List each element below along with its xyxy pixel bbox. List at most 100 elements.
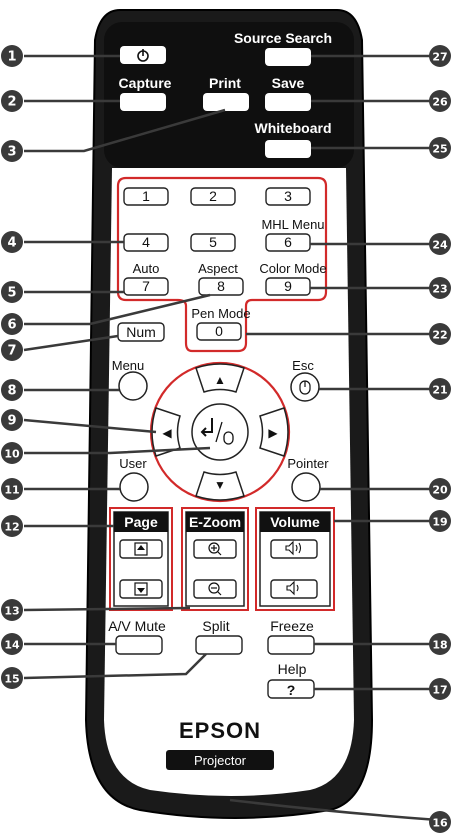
callout-number: 19	[432, 516, 447, 529]
callout-number: 7	[7, 344, 16, 359]
esc-button[interactable]	[291, 373, 319, 401]
callout-1: 1	[1, 45, 23, 67]
num-label: Num	[126, 324, 156, 340]
volume-label: Volume	[270, 514, 320, 530]
pointer-label: Pointer	[287, 456, 329, 471]
esc-label: Esc	[292, 358, 314, 373]
callout-number: 9	[7, 414, 16, 429]
left-arrow-icon: ◀	[162, 426, 172, 440]
page-group: Page	[114, 512, 168, 606]
callout-number: 20	[432, 484, 448, 497]
callout-number: 10	[4, 448, 20, 461]
mhl-menu-label: MHL Menu	[261, 217, 324, 232]
enter-button[interactable]	[192, 404, 248, 460]
callout-number: 25	[432, 143, 447, 156]
callout-2: 2	[1, 90, 23, 112]
callout-number: 15	[4, 673, 19, 686]
key-8-label: 8	[217, 278, 225, 294]
capture-button[interactable]	[120, 93, 166, 111]
pen-mode-label: Pen Mode	[191, 306, 250, 321]
split-button[interactable]	[196, 636, 242, 654]
callout-number: 22	[432, 329, 447, 342]
callout-number: 17	[432, 684, 447, 697]
callout-number: 8	[7, 384, 16, 399]
source-search-button[interactable]	[265, 48, 311, 66]
callout-number: 16	[432, 817, 448, 830]
callout-27: 27	[429, 45, 451, 67]
callout-25: 25	[429, 137, 451, 159]
key-3-label: 3	[284, 188, 292, 204]
callout-20: 20	[429, 478, 451, 500]
color-mode-label: Color Mode	[259, 261, 326, 276]
callout-21: 21	[429, 378, 451, 400]
page-label: Page	[124, 514, 158, 530]
up-arrow-icon: ▲	[214, 373, 226, 387]
whiteboard-label: Whiteboard	[255, 120, 332, 136]
save-label: Save	[272, 75, 305, 91]
menu-label: Menu	[112, 358, 145, 373]
callout-11: 11	[1, 478, 23, 500]
print-label: Print	[209, 75, 241, 91]
down-arrow-icon: ▼	[214, 478, 226, 492]
callout-6: 6	[1, 313, 23, 335]
question-mark-icon: ?	[287, 682, 296, 698]
capture-label: Capture	[119, 75, 172, 91]
user-label: User	[119, 456, 147, 471]
av-mute-button[interactable]	[116, 636, 162, 654]
ezoom-group: E-Zoom	[186, 512, 244, 606]
power-button[interactable]	[120, 46, 166, 64]
callout-8: 8	[1, 379, 23, 401]
help-label: Help	[278, 661, 307, 677]
callout-17: 17	[429, 678, 451, 700]
av-mute-label: A/V Mute	[108, 618, 166, 634]
callout-9: 9	[1, 409, 23, 431]
callout-12: 12	[1, 515, 23, 537]
key-9-label: 9	[284, 278, 292, 294]
callout-10: 10	[1, 442, 23, 464]
freeze-label: Freeze	[270, 618, 314, 634]
callout-14: 14	[1, 633, 23, 655]
callout-13: 13	[1, 599, 23, 621]
callout-number: 6	[7, 318, 16, 333]
callout-23: 23	[429, 277, 451, 299]
callout-number: 13	[4, 605, 19, 618]
volume-up-button[interactable]	[271, 540, 317, 558]
save-button[interactable]	[265, 93, 311, 111]
callout-5: 5	[1, 281, 23, 303]
callout-4: 4	[1, 231, 23, 253]
aspect-label: Aspect	[198, 261, 238, 276]
callout-number: 2	[7, 95, 16, 110]
user-button[interactable]	[120, 473, 148, 501]
callout-16: 16	[429, 811, 451, 833]
callout-number: 24	[432, 239, 448, 252]
whiteboard-button[interactable]	[265, 140, 311, 158]
callout-number: 1	[7, 50, 16, 65]
callout-3: 3	[1, 140, 23, 162]
ezoom-label: E-Zoom	[189, 514, 241, 530]
key-6-label: 6	[284, 234, 292, 250]
callout-15: 15	[1, 667, 23, 689]
callout-number: 11	[4, 484, 19, 497]
key-5-label: 5	[209, 234, 217, 250]
callout-number: 3	[7, 145, 16, 160]
volume-group: Volume	[260, 512, 330, 606]
callout-number: 26	[432, 96, 448, 109]
callout-18: 18	[429, 633, 451, 655]
callout-number: 18	[432, 639, 447, 652]
key-2-label: 2	[209, 188, 217, 204]
callout-number: 4	[7, 236, 16, 251]
source-search-label: Source Search	[234, 30, 332, 46]
split-label: Split	[202, 618, 229, 634]
freeze-button[interactable]	[268, 636, 314, 654]
print-button[interactable]	[203, 93, 249, 111]
projector-label: Projector	[194, 753, 247, 768]
callout-7: 7	[1, 339, 23, 361]
key-1-label: 1	[142, 188, 150, 204]
callout-number: 23	[432, 283, 447, 296]
pointer-button[interactable]	[292, 473, 320, 501]
callout-number: 27	[432, 51, 447, 64]
menu-button[interactable]	[119, 372, 147, 400]
auto-label: Auto	[133, 261, 160, 276]
callout-24: 24	[429, 233, 451, 255]
callout-number: 21	[432, 384, 447, 397]
